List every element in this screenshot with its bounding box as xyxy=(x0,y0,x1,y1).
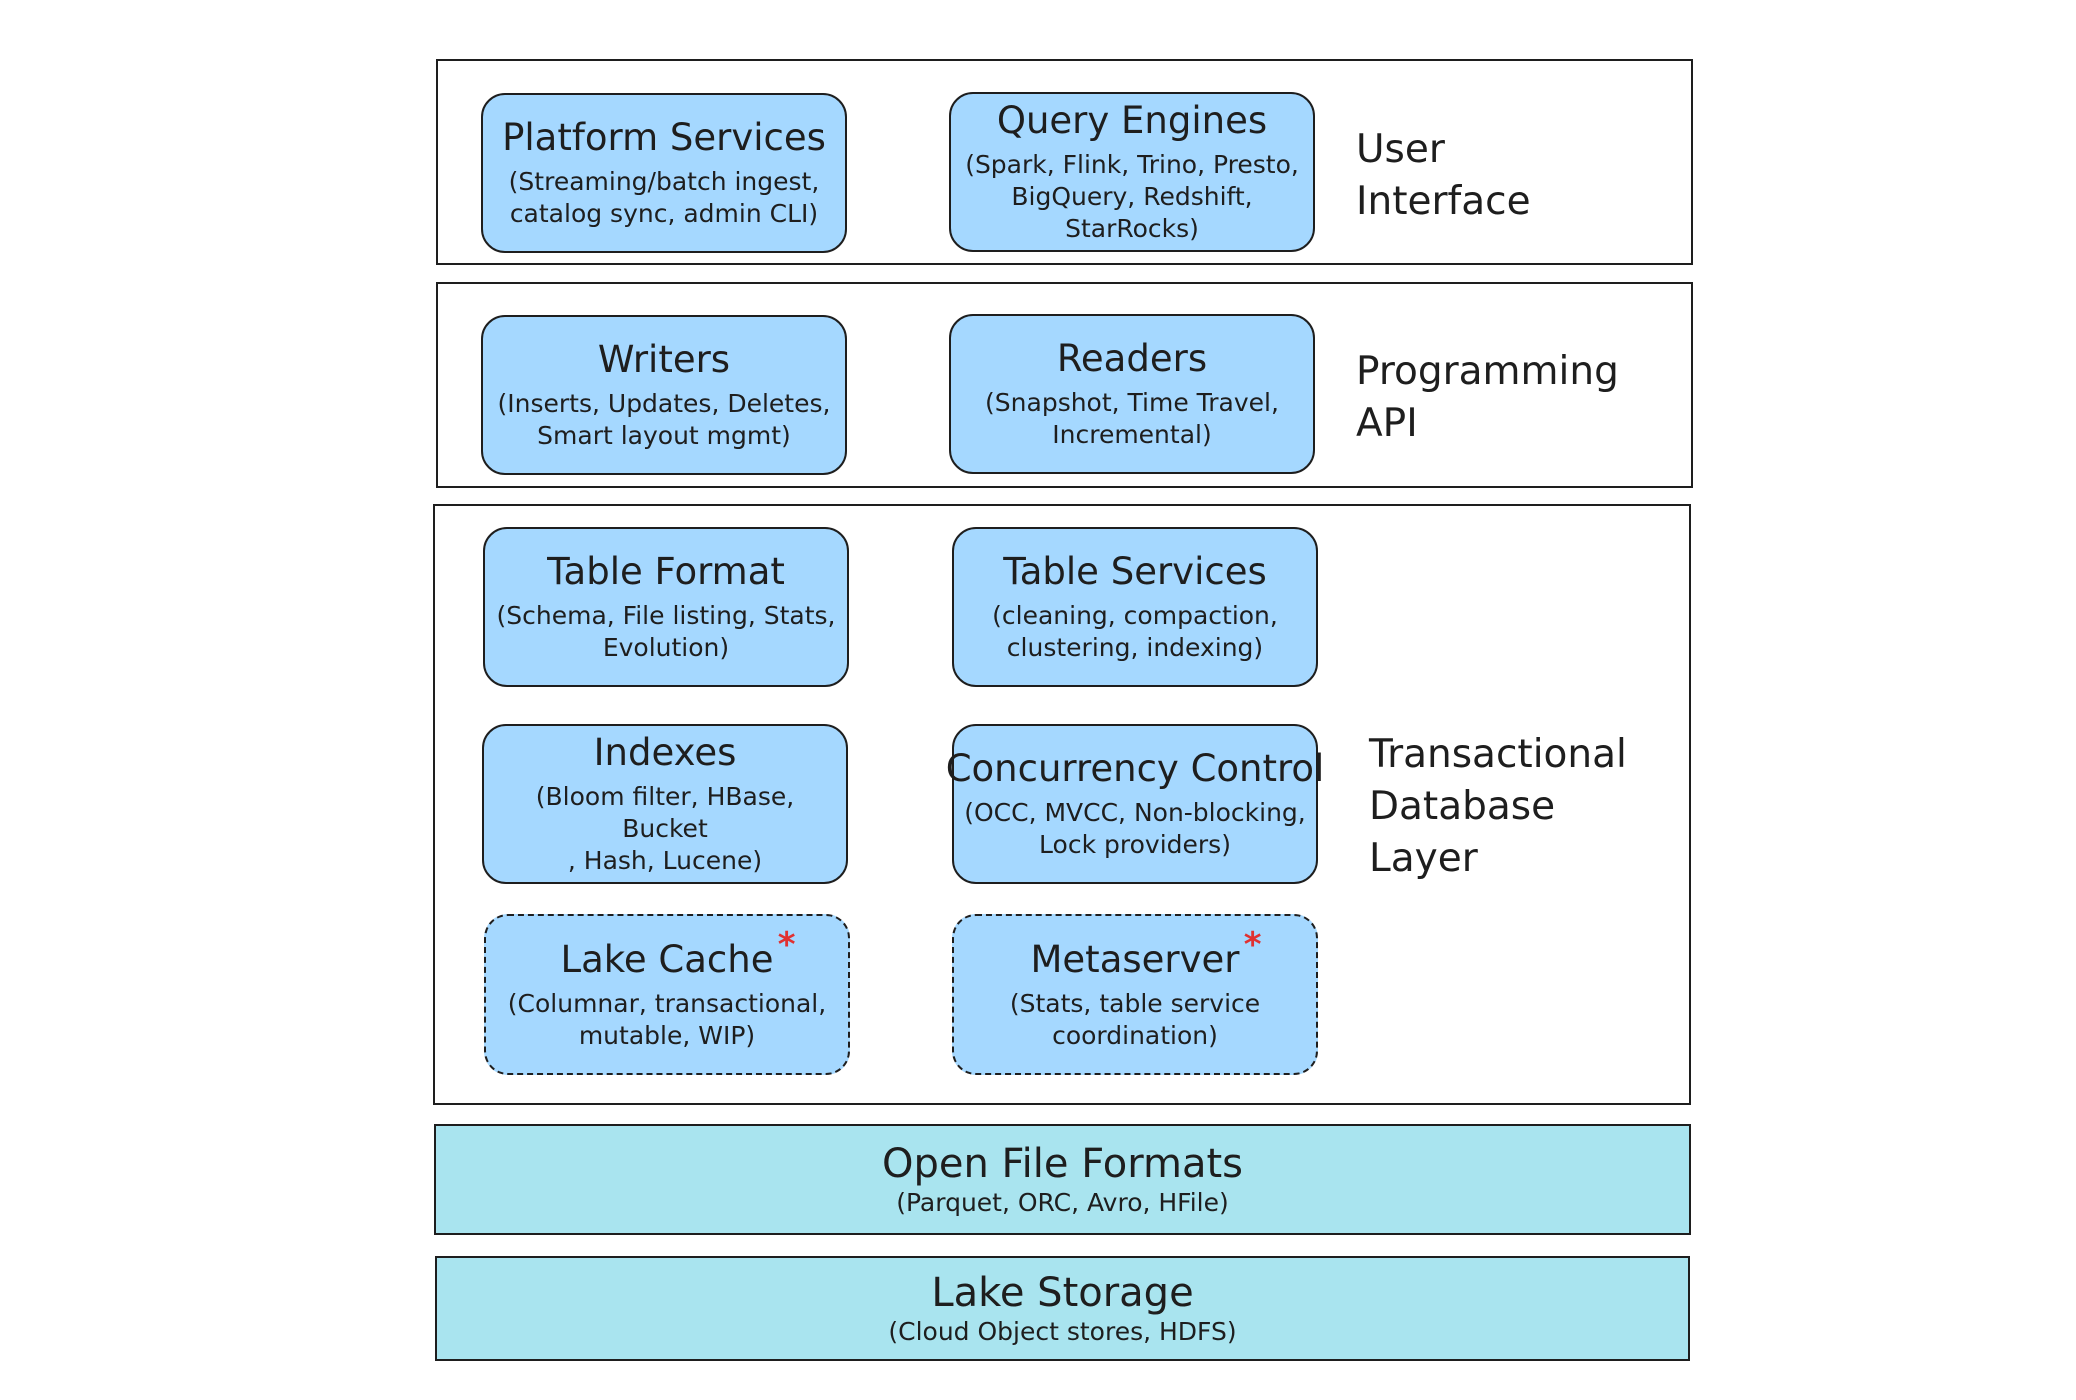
card-title: Writers xyxy=(597,338,731,381)
card-description: (Stats, table service coordination) xyxy=(1009,988,1261,1050)
card-description: (Streaming/batch ingest, catalog sync, a… xyxy=(508,167,820,228)
card-description: (Columnar, transactional, mutable, WIP) xyxy=(507,988,827,1050)
indexes-card: Indexes (Bloom filter, HBase, Bucket , H… xyxy=(482,724,848,884)
user-interface-label: User Interface xyxy=(1356,127,1531,224)
platform-services-card: Platform Services (Streaming/batch inges… xyxy=(481,93,847,253)
asterisk-icon: * xyxy=(777,924,796,965)
card-title: Readers xyxy=(1056,337,1208,380)
card-title: Query Engines xyxy=(996,99,1268,142)
lake-storage-band: Lake Storage (Cloud Object stores, HDFS) xyxy=(435,1256,1690,1361)
band-title: Lake Storage xyxy=(931,1269,1194,1316)
card-title-text: Lake Cache xyxy=(560,937,774,981)
metaserver-card: Metaserver* (Stats, table service coordi… xyxy=(952,914,1318,1075)
band-description: (Parquet, ORC, Avro, HFile) xyxy=(896,1187,1229,1217)
band-title: Open File Formats xyxy=(882,1140,1243,1187)
card-title: Table Services xyxy=(1003,550,1267,593)
card-title: Concurrency Control xyxy=(945,747,1325,790)
card-description: (Schema, File listing, Stats, Evolution) xyxy=(496,601,836,662)
card-description: (Inserts, Updates, Deletes, Smart layout… xyxy=(497,389,831,450)
readers-card: Readers (Snapshot, Time Travel, Incremen… xyxy=(949,314,1315,474)
lake-cache-card: Lake Cache* (Columnar, transactional, mu… xyxy=(484,914,850,1075)
card-description: (Bloom filter, HBase, Bucket , Hash, Luc… xyxy=(535,782,795,875)
card-title: Metaserver* xyxy=(1030,928,1262,982)
card-title: Indexes xyxy=(593,731,737,774)
card-description: (Snapshot, Time Travel, Incremental) xyxy=(985,388,1279,449)
card-description: (OCC, MVCC, Non-blocking, Lock providers… xyxy=(964,798,1306,859)
programming-api-label: Programming API xyxy=(1356,349,1619,446)
open-file-formats-band: Open File Formats (Parquet, ORC, Avro, H… xyxy=(434,1124,1691,1235)
band-description: (Cloud Object stores, HDFS) xyxy=(888,1316,1237,1346)
concurrency-control-card: Concurrency Control (OCC, MVCC, Non-bloc… xyxy=(946,724,1324,884)
card-description: (cleaning, compaction, clustering, index… xyxy=(992,601,1278,662)
asterisk-icon: * xyxy=(1243,924,1262,965)
query-engines-card: Query Engines (Spark, Flink, Trino, Pres… xyxy=(949,92,1315,252)
card-title: Lake Cache* xyxy=(560,928,796,982)
card-title-text: Metaserver xyxy=(1030,937,1240,981)
card-title: Platform Services xyxy=(502,116,826,159)
table-format-card: Table Format (Schema, File listing, Stat… xyxy=(483,527,849,687)
card-title: Table Format xyxy=(547,550,785,593)
card-description: (Spark, Flink, Trino, Presto, BigQuery, … xyxy=(965,150,1299,243)
table-services-card: Table Services (cleaning, compaction, cl… xyxy=(952,527,1318,687)
transactional-database-label: Transactional Database Layer xyxy=(1369,732,1627,881)
writers-card: Writers (Inserts, Updates, Deletes, Smar… xyxy=(481,315,847,475)
